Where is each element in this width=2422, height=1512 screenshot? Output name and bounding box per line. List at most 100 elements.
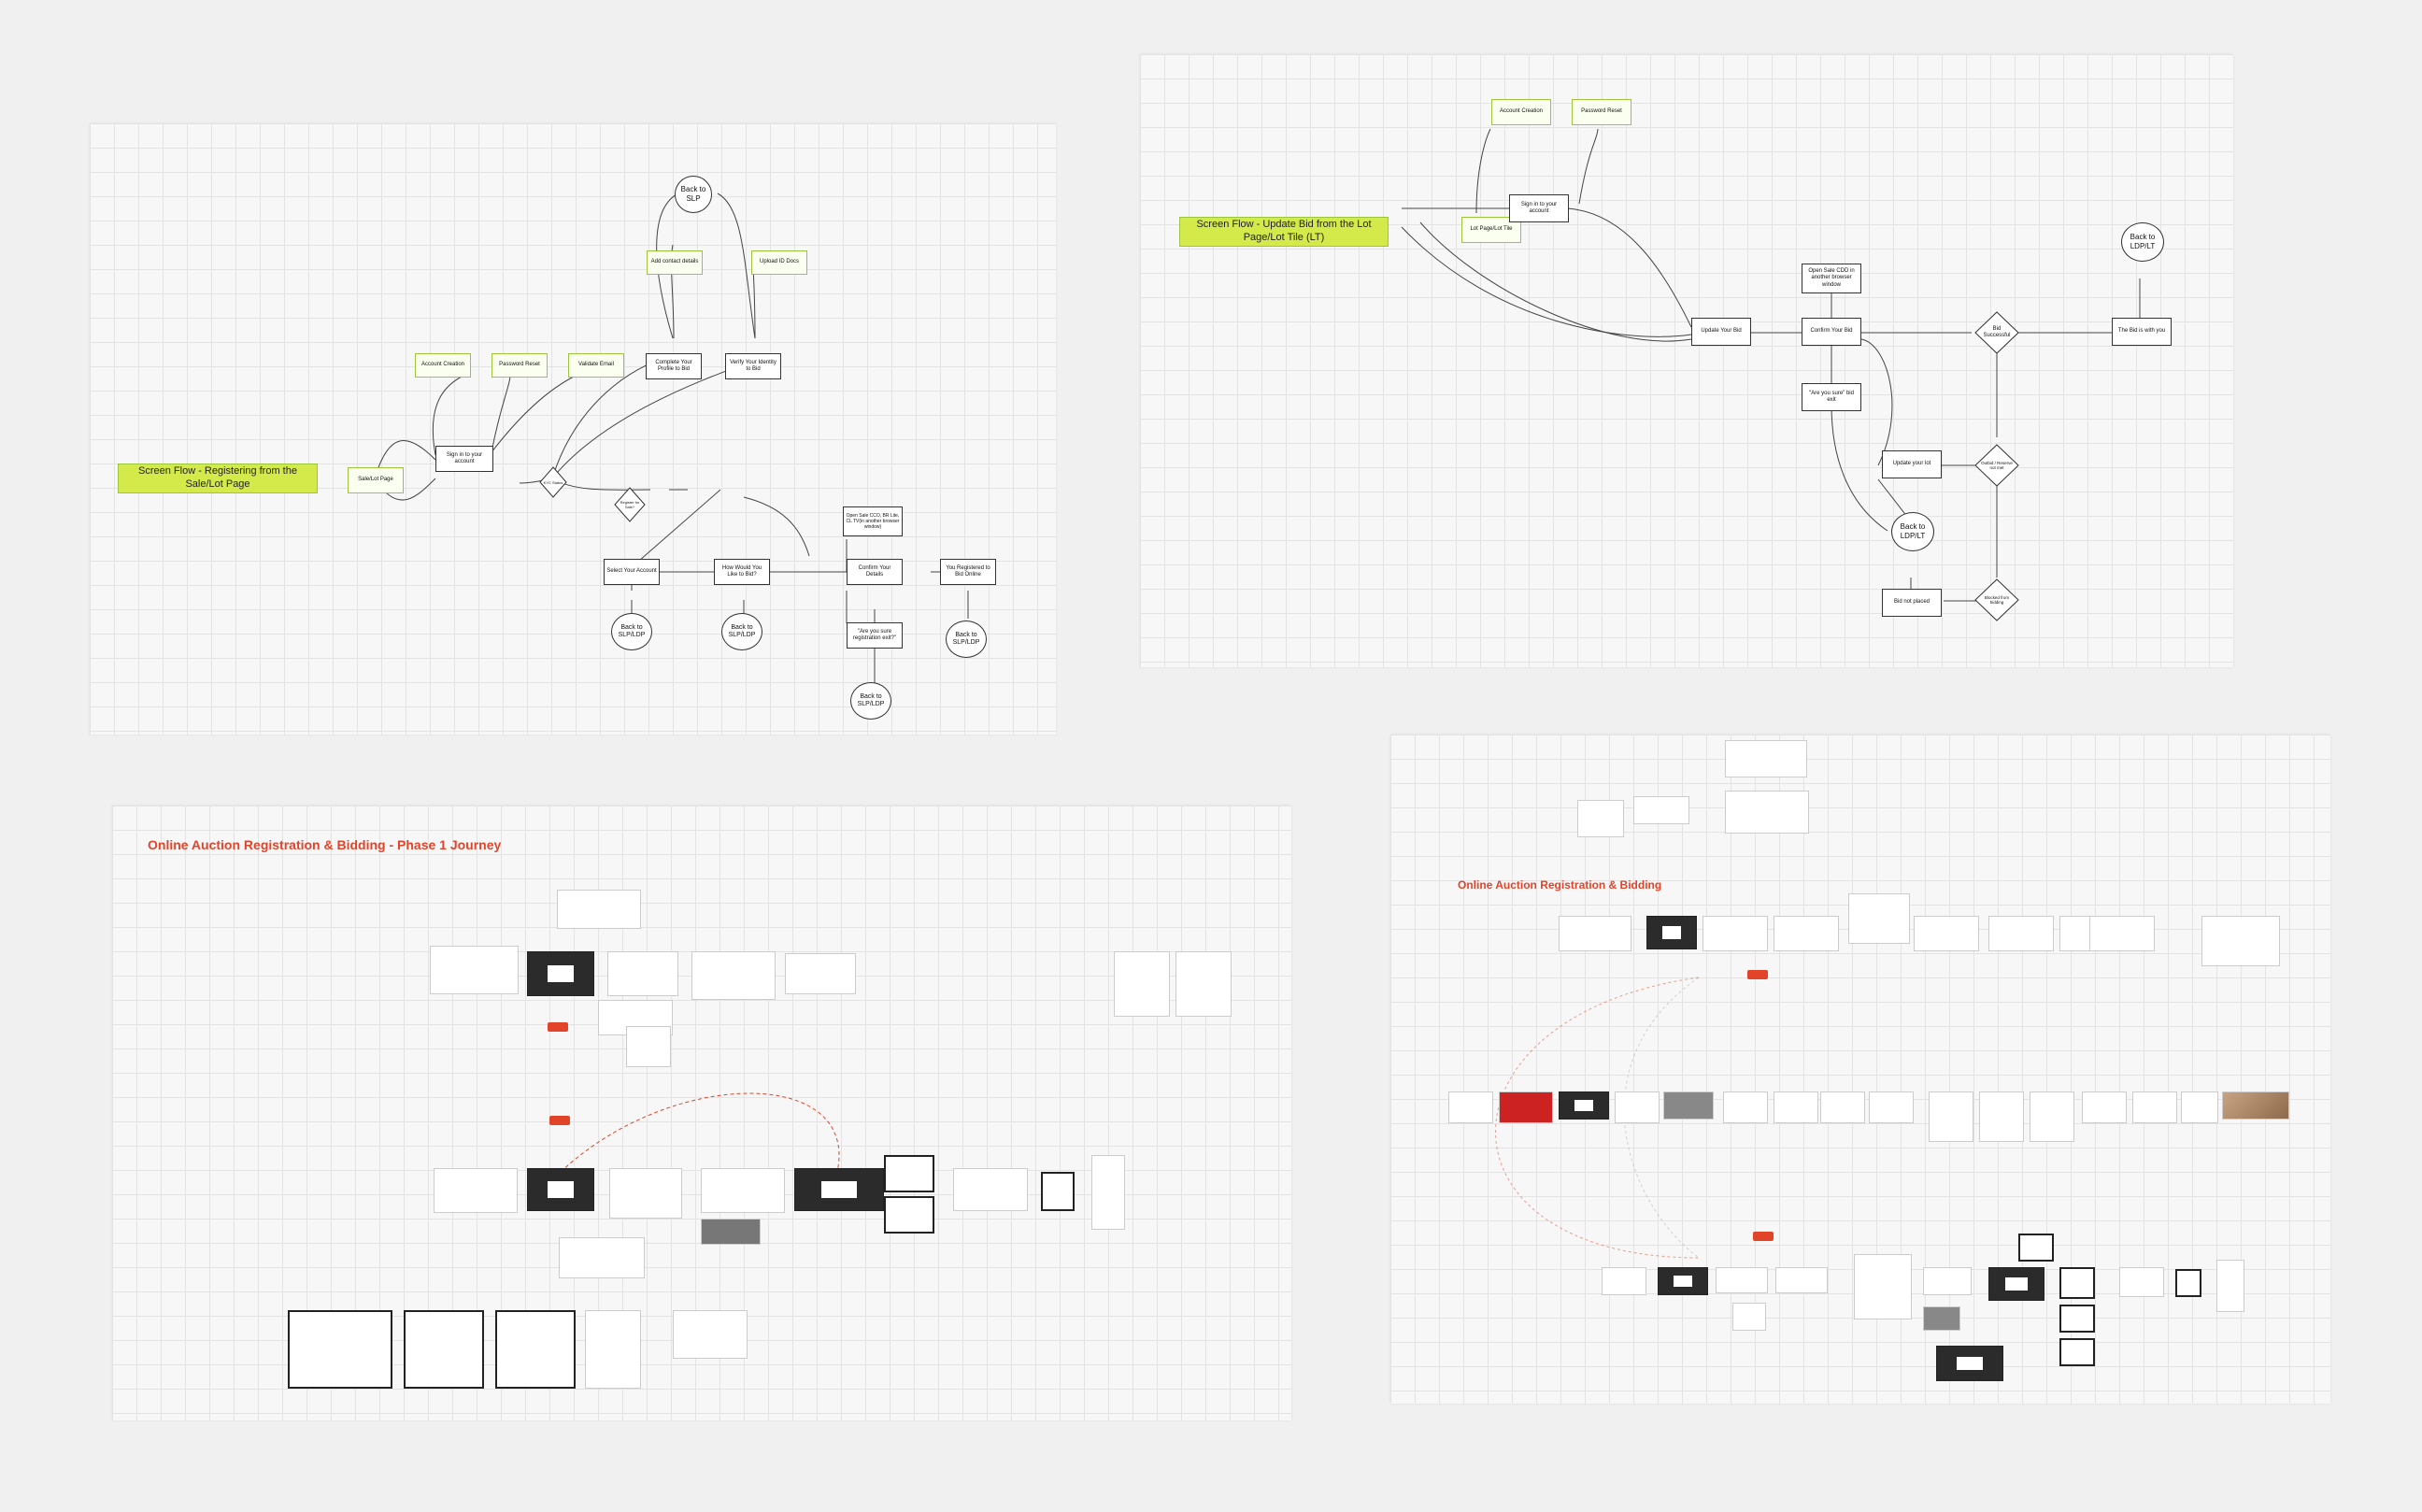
- screen-thumb[interactable]: [607, 951, 678, 996]
- screen-thumb[interactable]: [1725, 740, 1807, 777]
- screen-thumb[interactable]: [1577, 800, 1624, 837]
- screen-thumb[interactable]: [1774, 1091, 1818, 1123]
- node2-back-ldp-2[interactable]: Back to LDP/LT: [1891, 512, 1934, 551]
- screen-thumb[interactable]: [430, 946, 519, 994]
- screen-thumb[interactable]: [2222, 1091, 2289, 1120]
- screen-thumb[interactable]: [1936, 1346, 2003, 1381]
- node2-update-lot[interactable]: Update your lot: [1882, 450, 1942, 478]
- screen-thumb[interactable]: [1988, 1267, 2044, 1301]
- screen-thumb[interactable]: [288, 1310, 392, 1389]
- screen-thumb[interactable]: [2082, 1091, 2127, 1123]
- screen-thumb[interactable]: [434, 1168, 518, 1213]
- screen-thumb[interactable]: [2030, 1091, 2074, 1142]
- screen-thumb[interactable]: [495, 1310, 576, 1389]
- screen-thumb[interactable]: [2181, 1091, 2218, 1123]
- screen-thumb[interactable]: [1929, 1091, 1973, 1142]
- screen-thumb[interactable]: [1175, 951, 1232, 1017]
- screen-thumb[interactable]: [1848, 893, 1910, 944]
- screen-thumb[interactable]: [2175, 1269, 2201, 1297]
- node-back-slp-ldp-4[interactable]: Back to SLP/LDP: [850, 682, 891, 720]
- screen-thumb[interactable]: [609, 1168, 682, 1219]
- screen-thumb[interactable]: [1716, 1267, 1768, 1293]
- screen-thumb[interactable]: [1775, 1267, 1828, 1293]
- screen-thumb[interactable]: [1914, 916, 1979, 951]
- screen-thumb[interactable]: [1633, 796, 1689, 824]
- screen-thumb[interactable]: [1114, 951, 1170, 1017]
- screen-thumb[interactable]: [884, 1155, 934, 1192]
- screen-thumb[interactable]: [1041, 1172, 1075, 1211]
- screen-thumb[interactable]: [884, 1196, 934, 1234]
- screen-thumb[interactable]: [2059, 1338, 2095, 1366]
- screen-thumb[interactable]: [1732, 1303, 1766, 1331]
- screen-thumb[interactable]: [1663, 1091, 1714, 1120]
- screen-thumb[interactable]: [2201, 916, 2280, 966]
- node2-account-creation[interactable]: Account Creation: [1491, 99, 1551, 125]
- node-add-contact[interactable]: Add contact details: [647, 250, 703, 275]
- node-back-slp-ldp-1[interactable]: Back to SLP/LDP: [611, 613, 652, 650]
- screen-thumb[interactable]: [1646, 916, 1697, 949]
- node-verify-identity[interactable]: Verify Your Identity to Bid: [725, 353, 781, 379]
- screen-thumb[interactable]: [1615, 1091, 1660, 1123]
- screen-thumb[interactable]: [2132, 1091, 2177, 1123]
- screen-thumb[interactable]: [2089, 916, 2155, 951]
- screen-thumb[interactable]: [404, 1310, 484, 1389]
- node-registered[interactable]: You Registered to Bid Online: [940, 559, 996, 585]
- screen-thumb[interactable]: [794, 1168, 884, 1211]
- screen-thumb[interactable]: [1559, 916, 1631, 951]
- screen-thumb[interactable]: [1774, 916, 1839, 951]
- node2-sign-in[interactable]: Sign in to your account: [1509, 194, 1569, 222]
- screen-thumb[interactable]: [1602, 1267, 1646, 1295]
- node-validate-email[interactable]: Validate Email: [568, 353, 624, 378]
- screen-thumb[interactable]: [1723, 1091, 1768, 1123]
- screen-thumb[interactable]: [2216, 1260, 2244, 1312]
- screen-thumb[interactable]: [1988, 916, 2054, 951]
- node-account-creation[interactable]: Account Creation: [415, 353, 471, 378]
- screen-thumb[interactable]: [701, 1219, 761, 1245]
- node2-back-ldp-1[interactable]: Back to LDP/LT: [2121, 222, 2164, 262]
- screen-thumb[interactable]: [1869, 1091, 1914, 1123]
- node2-update-bid[interactable]: Update Your Bid: [1691, 318, 1751, 346]
- node2-are-you-sure[interactable]: "Are you sure" bid exit: [1802, 383, 1861, 411]
- node-sale-lot-page[interactable]: Sale/Lot Page: [348, 467, 404, 493]
- node-complete-profile[interactable]: Complete Your Profile to Bid: [646, 353, 702, 379]
- node-confirm-details[interactable]: Confirm Your Details: [847, 559, 903, 585]
- screen-thumb[interactable]: [1854, 1254, 1912, 1319]
- node-back-slp[interactable]: Back to SLP: [675, 176, 712, 213]
- node-are-you-sure[interactable]: "Are you sure registration exit?": [847, 622, 903, 649]
- screen-thumb[interactable]: [557, 890, 641, 929]
- node2-bid-not-placed[interactable]: Bid not placed: [1882, 589, 1942, 617]
- node2-bid-with-you[interactable]: The Bid is with you: [2112, 318, 2172, 346]
- node-open-sale[interactable]: Open Sale CCO, BR Lite, CL TV(in another…: [843, 506, 903, 536]
- node2-password-reset[interactable]: Password Reset: [1572, 99, 1631, 125]
- screen-thumb[interactable]: [2059, 1267, 2095, 1299]
- screen-thumb[interactable]: [1559, 1091, 1609, 1120]
- screen-thumb[interactable]: [2059, 1305, 2095, 1333]
- screen-thumb[interactable]: [559, 1237, 645, 1278]
- screen-thumb[interactable]: [626, 1026, 671, 1067]
- node2-open-sale[interactable]: Open Sale CDD in another browser window: [1802, 264, 1861, 293]
- screen-thumb[interactable]: [953, 1168, 1028, 1211]
- screen-thumb[interactable]: [1658, 1267, 1708, 1295]
- screen-thumb[interactable]: [1703, 916, 1768, 951]
- screen-thumb[interactable]: [1923, 1306, 1960, 1331]
- screen-thumb[interactable]: [2018, 1234, 2054, 1262]
- node-back-slp-ldp-3[interactable]: Back to SLP/LDP: [946, 620, 987, 658]
- screen-thumb[interactable]: [2119, 1267, 2164, 1297]
- screen-thumb[interactable]: [691, 951, 776, 1000]
- node-password-reset[interactable]: Password Reset: [492, 353, 548, 378]
- screen-thumb[interactable]: [785, 953, 856, 994]
- screen-thumb[interactable]: [585, 1310, 641, 1389]
- node2-confirm-bid[interactable]: Confirm Your Bid: [1802, 318, 1861, 346]
- node-upload-id[interactable]: Upload ID Docs: [751, 250, 807, 275]
- screen-thumb[interactable]: [673, 1310, 748, 1359]
- node-sign-in[interactable]: Sign in to your account: [435, 446, 493, 472]
- screen-thumb[interactable]: [1820, 1091, 1865, 1123]
- screen-thumb[interactable]: [1448, 1091, 1493, 1123]
- node-how-bid[interactable]: How Would You Like to Bid?: [714, 559, 770, 585]
- screen-thumb[interactable]: [1725, 791, 1809, 834]
- screen-thumb[interactable]: [701, 1168, 785, 1213]
- screen-thumb[interactable]: [527, 1168, 594, 1211]
- screen-thumb[interactable]: [1091, 1155, 1125, 1230]
- screen-thumb[interactable]: [1923, 1267, 1972, 1295]
- screen-thumb[interactable]: [527, 951, 594, 996]
